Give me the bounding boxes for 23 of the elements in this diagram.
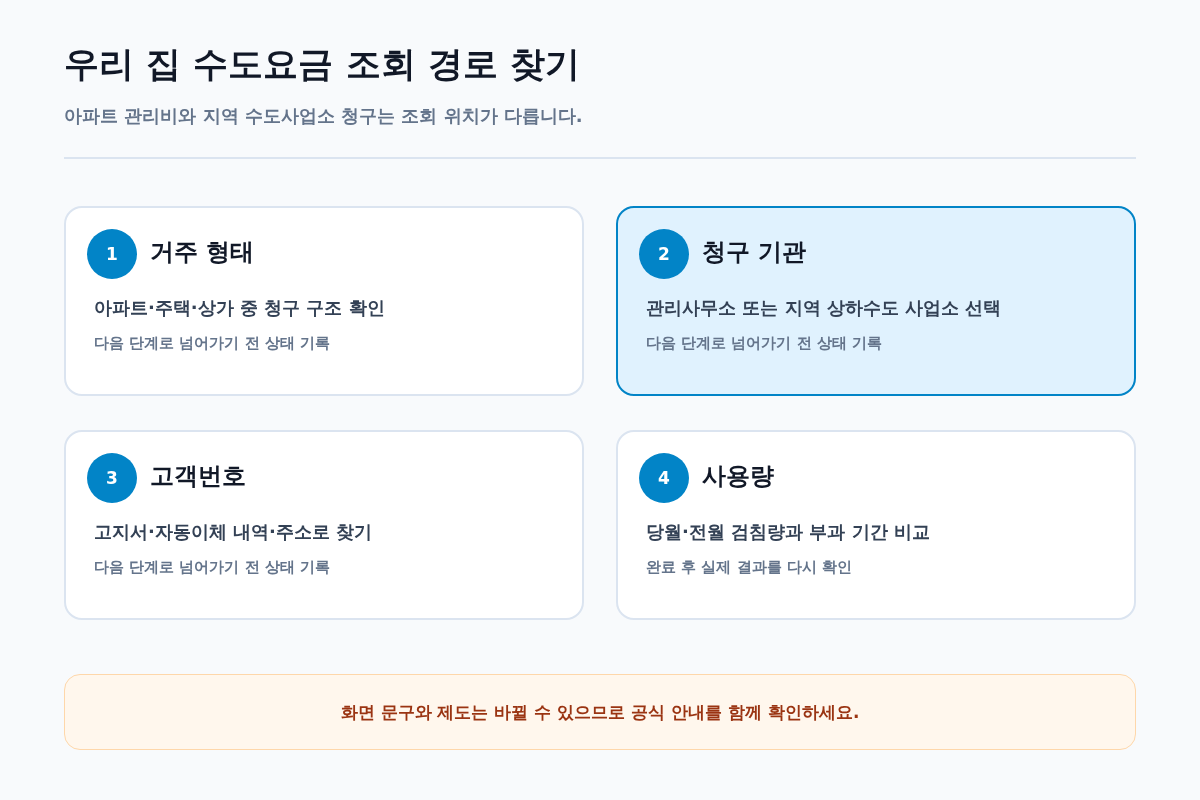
- card-note: 다음 단계로 넘어가기 전 상태 기록: [646, 333, 883, 353]
- card-heading: 거주 형태: [150, 237, 255, 268]
- card-note: 완료 후 실제 결과를 다시 확인: [646, 557, 853, 577]
- step-card: [616, 206, 1136, 396]
- card-heading: 고객번호: [150, 461, 246, 492]
- subtitle: 아파트 관리비와 지역 수도사업소 청구는 조회 위치가 다릅니다.: [64, 104, 583, 128]
- card-heading: 청구 기관: [702, 237, 807, 268]
- card-text: 아파트·주택·상가 중 청구 구조 확인: [94, 296, 385, 320]
- number-circle: 1: [87, 229, 137, 279]
- card-text: 고지서·자동이체 내역·주소로 찾기: [94, 520, 373, 544]
- number-circle: 4: [639, 453, 689, 503]
- card-text: 당월·전월 검침량과 부과 기간 비교: [646, 520, 930, 544]
- notice-box: 화면 문구와 제도는 바뀔 수 있으므로 공식 안내를 함께 확인하세요.: [64, 674, 1136, 750]
- card-note: 다음 단계로 넘어가기 전 상태 기록: [94, 557, 331, 577]
- step-card: [64, 206, 584, 396]
- title: 우리 집 수도요금 조회 경로 찾기: [64, 43, 580, 86]
- number-circle: 2: [639, 229, 689, 279]
- step-card: [616, 430, 1136, 620]
- step-card: [64, 430, 584, 620]
- card-heading: 사용량: [702, 461, 774, 492]
- card-note: 다음 단계로 넘어가기 전 상태 기록: [94, 333, 331, 353]
- number-circle: 3: [87, 453, 137, 503]
- card-text: 관리사무소 또는 지역 상하수도 사업소 선택: [646, 296, 1002, 320]
